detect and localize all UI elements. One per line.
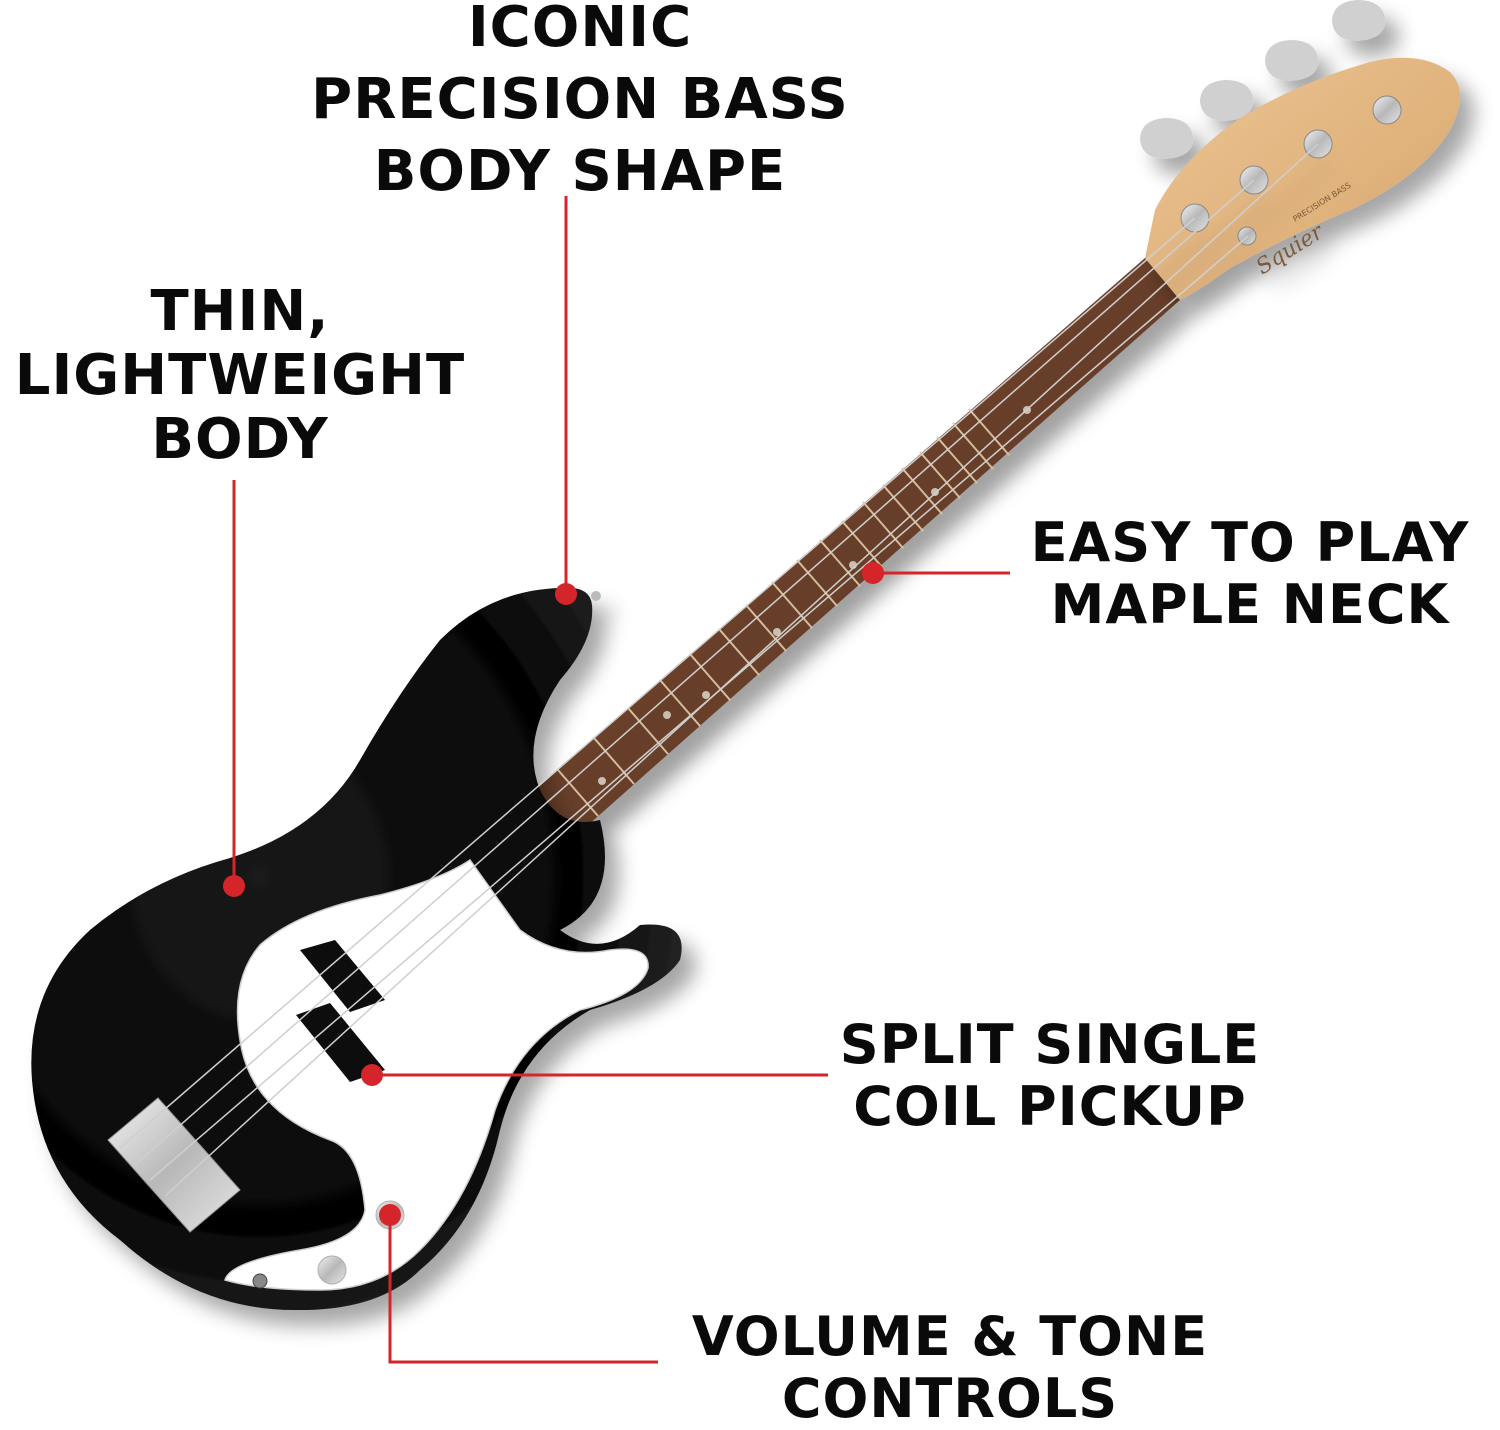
callout-label-body-shape: ICONIC PRECISION BASS BODY SHAPE — [311, 0, 849, 204]
tone-knob — [317, 1255, 347, 1285]
callout-dots — [223, 562, 884, 1226]
callout-label-maple-neck: EASY TO PLAY MAPLE NECK — [1030, 511, 1470, 636]
callout-dot-controls — [379, 1204, 401, 1226]
callout-label-controls: VOLUME & TONE CONTROLS — [691, 1305, 1209, 1430]
bridge — [107, 1097, 241, 1233]
neck — [455, 258, 1180, 905]
callout-label-pickup: SPLIT SINGLE COIL PICKUP — [839, 1013, 1261, 1138]
callout-dot-lightweight-body — [223, 875, 245, 897]
tuner-pegs — [1140, 0, 1386, 159]
callout-dot-body-shape — [555, 583, 577, 605]
callout-lines — [232, 196, 1010, 1364]
callout-label-lightweight-body: THIN, LIGHTWEIGHT BODY — [14, 279, 466, 472]
callout-dot-maple-neck — [862, 562, 884, 584]
output-jack — [252, 1273, 268, 1289]
headstock: Squier PRECISION BASS — [1145, 57, 1460, 300]
callout-dot-pickup — [361, 1064, 383, 1086]
